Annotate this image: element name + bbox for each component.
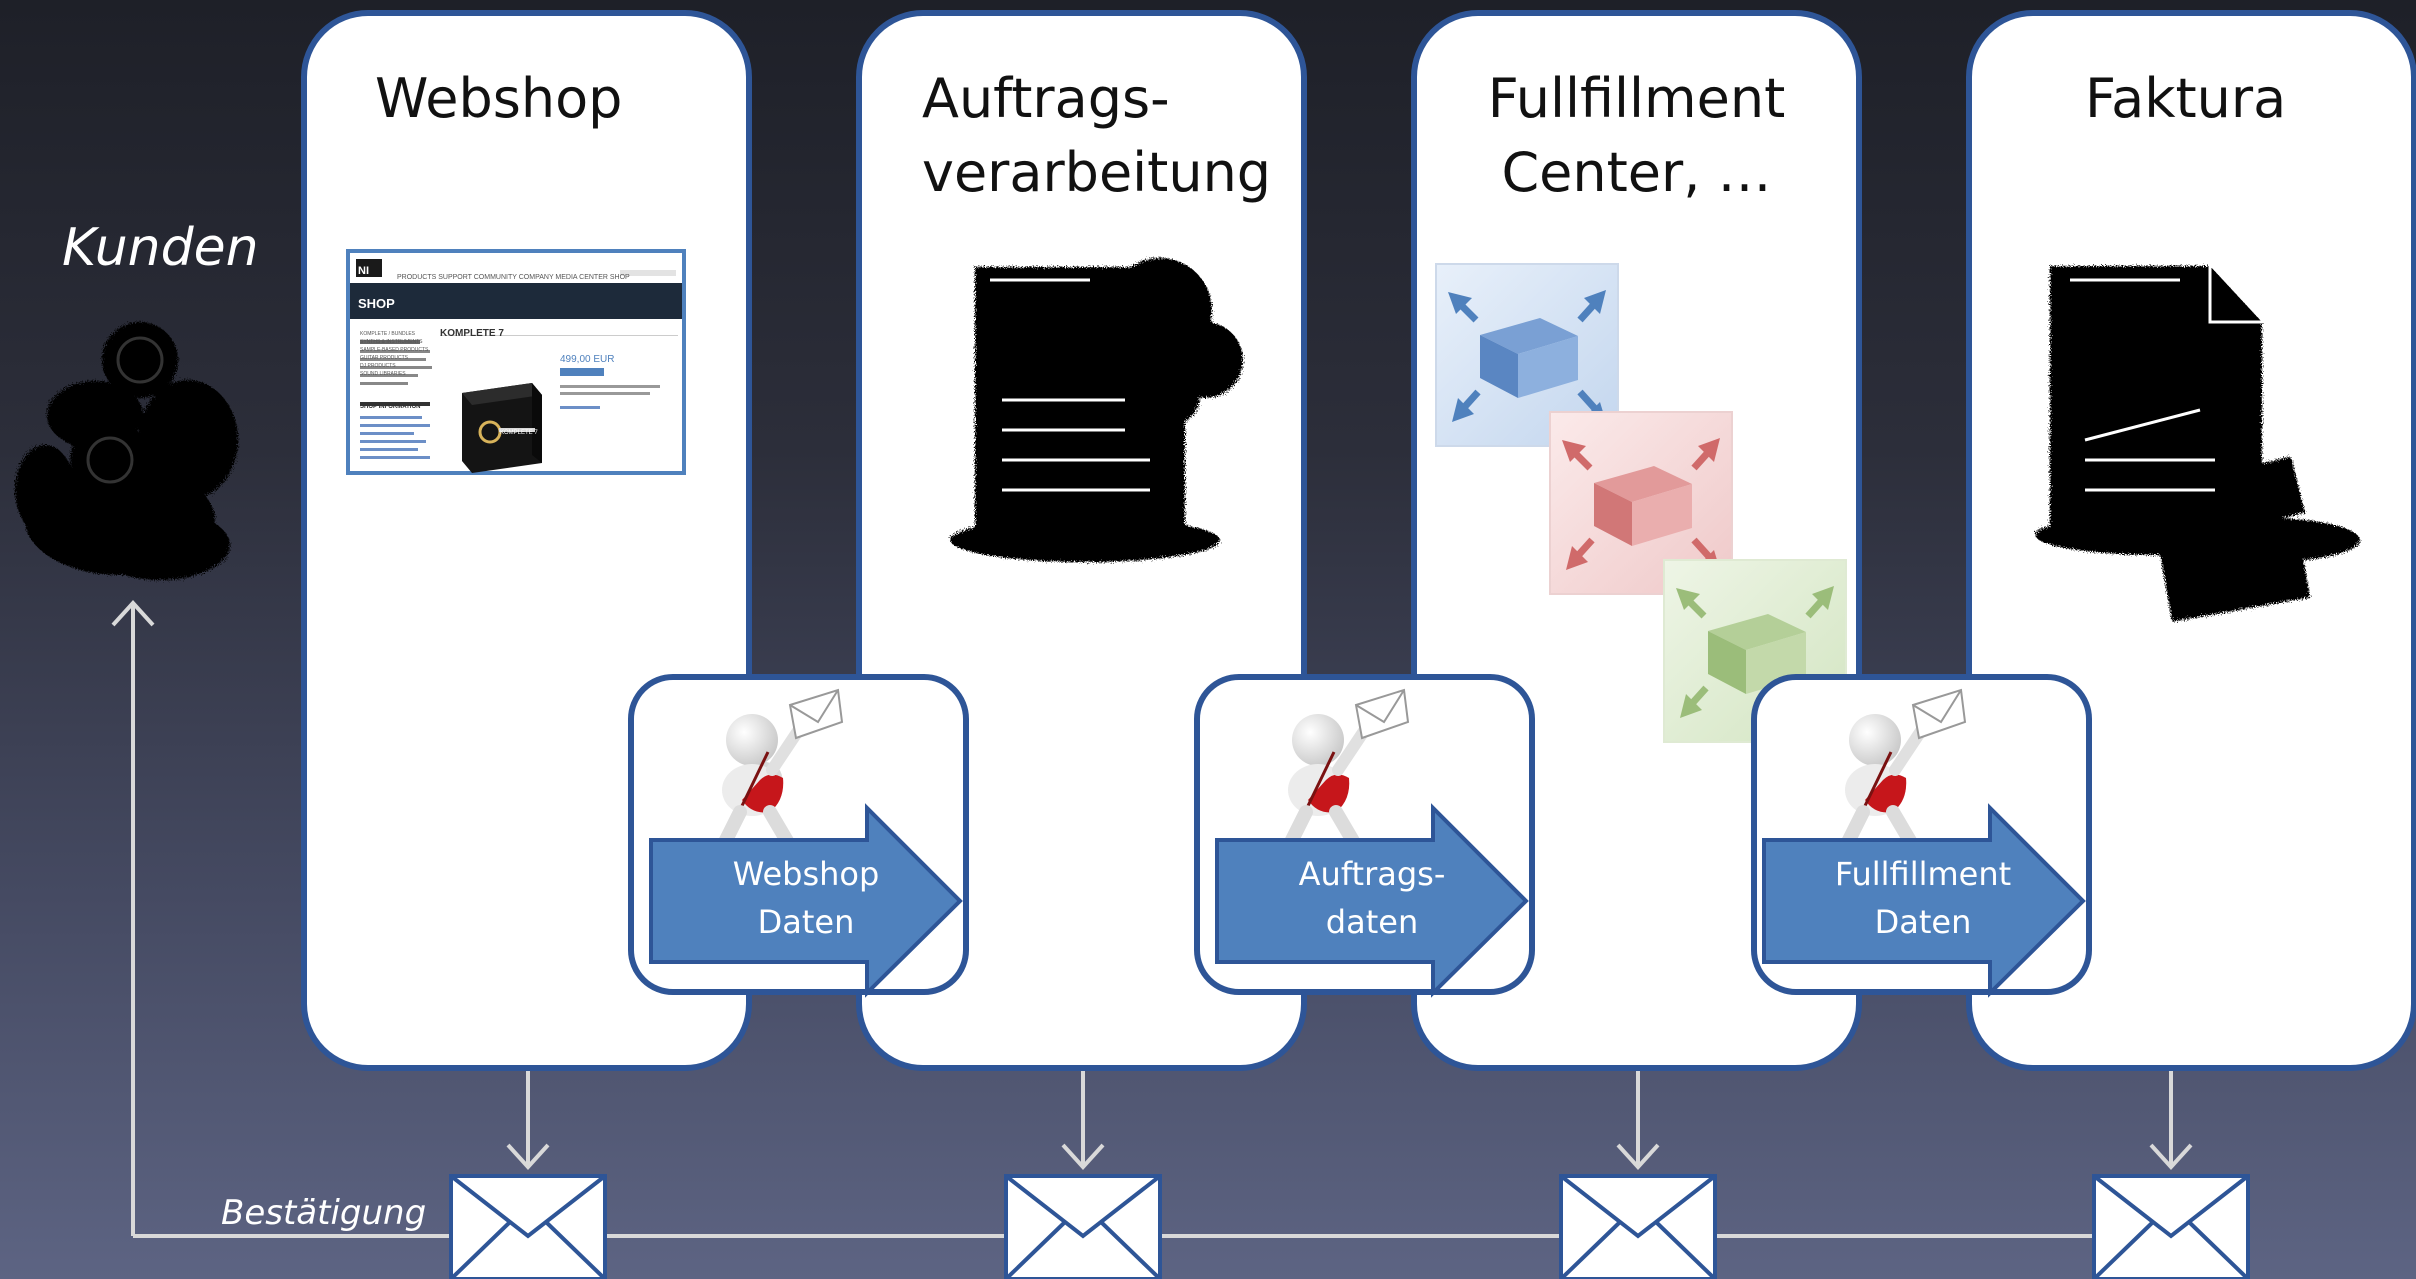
transfer-label-order-data: Auftrags- daten <box>1217 850 1527 946</box>
transfer-chip-order-data <box>1194 674 1535 998</box>
transfer-label-line: Fullfillment <box>1834 855 2012 893</box>
transfer-label-fulfillment-data: Fullfillment Daten <box>1764 850 2082 946</box>
fulfillment-warehouse-icon-blue <box>1435 263 1619 447</box>
shop-nav-text: PRODUCTS SUPPORT COMMUNITY COMPANY MEDIA… <box>397 274 630 281</box>
transfer-label-webshop-data: Webshop Daten <box>651 850 961 946</box>
envelope-icon <box>1559 1174 1717 1279</box>
column-title-line: Fullfillment <box>1487 67 1786 130</box>
webshop-screenshot: PRODUCTS SUPPORT COMMUNITY COMPANY MEDIA… <box>346 249 686 475</box>
column-title-line: verarbeitung <box>922 141 1272 204</box>
shop-price-text: 499,00 EUR <box>560 354 614 365</box>
shop-sidebar-item: DJ PRODUCTS <box>360 363 396 369</box>
transfer-label-line: Daten <box>757 903 855 941</box>
column-title-line: Center, … <box>1501 141 1772 204</box>
shop-sidebar-item: KOMPLETE / BUNDLES <box>360 331 416 337</box>
transfer-label-line: Webshop <box>732 855 880 893</box>
transfer-label-line: Auftrags- <box>1298 855 1446 893</box>
shop-sidebar-item: GUITAR PRODUCTS <box>360 355 409 361</box>
column-title-line: Auftrags- <box>922 67 1170 130</box>
envelope-icon <box>2092 1174 2250 1279</box>
envelope-icon <box>1004 1174 1162 1279</box>
column-title-fulfillment: Fullfillment Center, … <box>1414 62 1859 210</box>
transfer-arrow <box>649 803 963 998</box>
transfer-arrow <box>1215 803 1529 998</box>
column-title-order-processing: Auftrags- verarbeitung <box>922 62 1271 210</box>
transfer-arrow <box>1762 803 2086 998</box>
shop-logo-text: NI <box>358 265 369 277</box>
confirmation-flow <box>111 600 2193 1238</box>
order-processing-icon <box>950 258 1243 562</box>
shop-info-text: SHOP INFORMATION <box>360 404 420 410</box>
transfer-label-line: Daten <box>1874 903 1972 941</box>
customers-icon <box>15 322 238 580</box>
transfer-chip-webshop-data <box>628 674 969 998</box>
envelope-icon <box>449 1174 607 1279</box>
column-title-webshop: Webshop <box>375 62 622 136</box>
customers-icon-detail <box>86 336 164 484</box>
invoice-icon <box>2035 266 2360 622</box>
transfer-chip-fulfillment-data <box>1751 674 2092 998</box>
shop-sidebar-item: SYNTHS & INSTRUMENTS <box>360 339 423 345</box>
shop-box-label: KOMPLETE 7 <box>500 430 538 436</box>
column-title-line: Webshop <box>375 67 623 130</box>
shop-sidebar-item: SOUND LIBRARIES <box>360 371 406 377</box>
shop-heading-text: KOMPLETE 7 <box>440 328 504 339</box>
shop-banner-text: SHOP <box>358 296 395 311</box>
transfer-label-line: daten <box>1325 903 1419 941</box>
shop-sidebar-item: SAMPLE-BASED PRODUCTS <box>360 347 429 353</box>
column-title-line: Faktura <box>2085 67 2287 130</box>
column-title-invoicing: Faktura <box>2085 62 2286 136</box>
customers-label: Kunden <box>62 218 259 278</box>
confirmation-label: Bestätigung <box>221 1193 427 1233</box>
